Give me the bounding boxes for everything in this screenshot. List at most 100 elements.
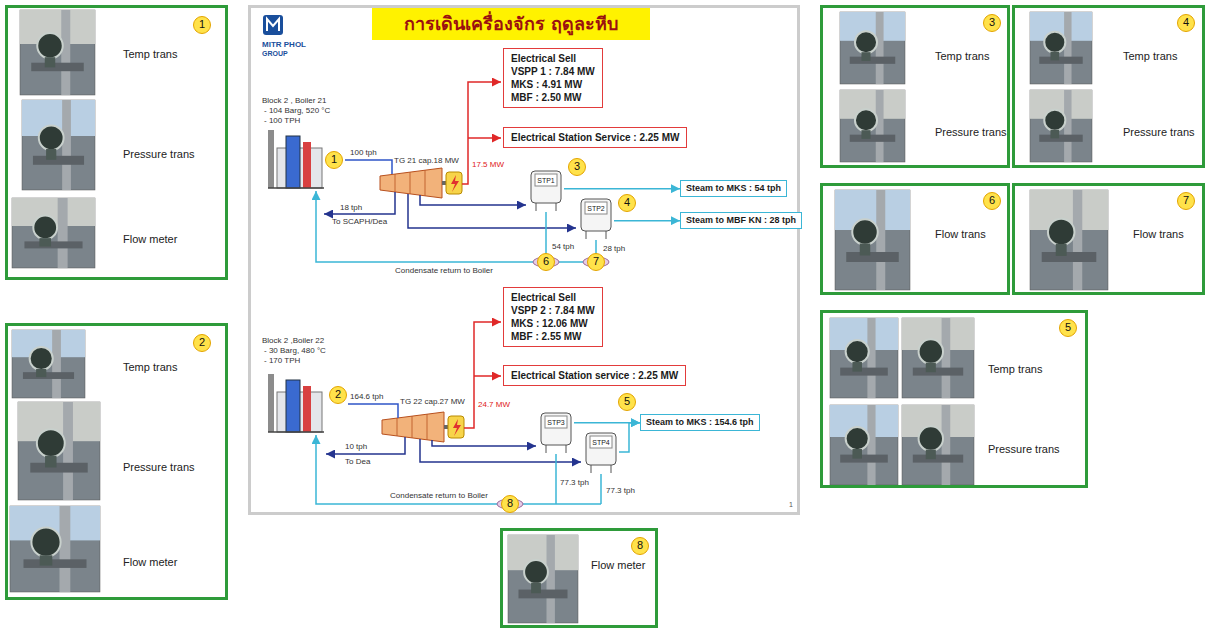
tank-leg bbox=[611, 465, 612, 473]
photo-rail bbox=[23, 372, 74, 379]
transmitter-head bbox=[39, 125, 64, 150]
photo-pipe bbox=[1073, 190, 1082, 290]
steam-box: Steam to MBF KN : 28 tph bbox=[680, 212, 802, 229]
callout-number: 8 bbox=[631, 537, 649, 555]
slide-label: Condensate return to Boiler bbox=[390, 491, 488, 500]
photo-rail bbox=[850, 135, 896, 142]
slide-title: การเดินเครื่องจักร ฤดูละหีบ bbox=[372, 8, 650, 40]
transmitter-head bbox=[30, 347, 53, 370]
photo-ground bbox=[12, 330, 85, 398]
callout-number: 3 bbox=[983, 14, 1001, 32]
transmitter-head bbox=[919, 339, 943, 363]
boiler-base bbox=[268, 187, 324, 189]
steam-turbine-unit: STP2 bbox=[578, 196, 614, 240]
callout-number-text: 5 bbox=[1060, 320, 1076, 335]
slide-label: 1 bbox=[789, 501, 793, 509]
photo-pipe bbox=[867, 405, 875, 485]
photo-caption: Pressure trans bbox=[935, 126, 1007, 138]
power-line bbox=[464, 322, 501, 428]
unit-name: STP4 bbox=[583, 438, 619, 447]
slide-label: TG 21 cap.18 MW bbox=[394, 156, 459, 165]
transmitter-body bbox=[926, 363, 936, 373]
photo bbox=[902, 405, 974, 485]
photo bbox=[22, 100, 95, 190]
transmitter-head bbox=[855, 31, 877, 53]
power-text: Electrical Station Service : 2.25 MW bbox=[511, 131, 679, 144]
photo bbox=[1030, 190, 1108, 290]
transmitter-body bbox=[45, 57, 56, 67]
power-line bbox=[468, 137, 501, 139]
steam-box: Steam to MKS : 54 tph bbox=[680, 180, 787, 197]
photo-pipe bbox=[876, 90, 884, 162]
callout-number-text: 3 bbox=[569, 159, 585, 174]
photo-rail bbox=[1039, 135, 1082, 142]
photo-ground bbox=[840, 12, 905, 84]
photo-rail bbox=[30, 463, 87, 473]
photo-ground bbox=[10, 506, 100, 592]
tank-leg bbox=[586, 231, 587, 239]
photo bbox=[508, 535, 578, 623]
steam-text: Steam to MBF KN : 28 tph bbox=[686, 215, 796, 226]
photo-caption: Flow meter bbox=[123, 233, 177, 245]
photo bbox=[1030, 90, 1092, 162]
exhaust-line bbox=[420, 195, 526, 205]
tank-outline bbox=[583, 430, 619, 474]
photo-rail bbox=[24, 241, 82, 248]
slide-label: 17.5 MW bbox=[472, 160, 504, 169]
steam-connector bbox=[614, 220, 680, 222]
main-steam-line bbox=[348, 404, 398, 418]
transmitter-head bbox=[852, 219, 878, 245]
steam-turbine-unit: STP4 bbox=[583, 430, 619, 474]
generator-body bbox=[448, 416, 464, 438]
power-text: MBF : 2.55 MW bbox=[511, 330, 595, 343]
photo-pipe bbox=[63, 402, 73, 500]
slide-label: GROUP bbox=[262, 50, 288, 58]
transmitter-head bbox=[846, 340, 869, 363]
slide-label: 18 tph bbox=[340, 203, 362, 212]
steam-connector bbox=[619, 423, 640, 452]
transmitter-body bbox=[36, 369, 46, 377]
transmitter-body bbox=[861, 52, 870, 61]
transmitter-head bbox=[1044, 110, 1065, 131]
slide-label: 77.3 tph bbox=[560, 478, 589, 487]
slide-label: 54 tph bbox=[552, 242, 574, 251]
callout-number: 7 bbox=[1177, 192, 1195, 210]
photo-pipe bbox=[1064, 90, 1071, 162]
tank-outline bbox=[528, 168, 564, 212]
main-steam-line bbox=[345, 160, 392, 174]
photo-ground bbox=[18, 402, 100, 500]
callout-number-text: 3 bbox=[984, 15, 1000, 30]
transmitter-body bbox=[531, 583, 541, 594]
steam-text: Steam to MKS : 54 tph bbox=[686, 183, 781, 194]
condensate-line bbox=[555, 454, 557, 504]
turbine-stage bbox=[425, 170, 426, 196]
callout-number-text: 2 bbox=[194, 335, 210, 350]
photo-caption: Pressure trans bbox=[123, 148, 195, 160]
photo bbox=[840, 12, 905, 84]
transmitter-body bbox=[852, 449, 862, 459]
slide-label: Block 2 ,Boiler 22 bbox=[262, 336, 324, 345]
photo-pipe bbox=[547, 535, 555, 623]
photo-caption: Temp trans bbox=[1123, 50, 1177, 62]
photo-ground bbox=[1030, 190, 1108, 290]
photo-pipe bbox=[62, 100, 71, 190]
photo-rail bbox=[840, 455, 888, 463]
callout-number: 8 bbox=[501, 495, 519, 513]
power-text: VSPP 2 : 7.84 MW bbox=[511, 304, 595, 317]
photo-caption: Temp trans bbox=[123, 361, 177, 373]
power-line bbox=[474, 375, 501, 377]
slide-label: 10 tph bbox=[345, 442, 367, 451]
photo-ground bbox=[835, 190, 910, 290]
photo-caption: Temp trans bbox=[935, 50, 989, 62]
tank-body bbox=[586, 433, 616, 465]
photo-caption: Temp trans bbox=[123, 48, 177, 60]
generator-bolt bbox=[453, 419, 461, 436]
electrical-box: Electrical SellVSPP 1 : 7.84 MWMKS : 4.9… bbox=[503, 48, 603, 108]
slide-label: 77.3 tph bbox=[606, 486, 635, 495]
transmitter-head bbox=[1044, 32, 1065, 53]
transmitter-body bbox=[1056, 244, 1067, 256]
callout-number-text: 1 bbox=[326, 152, 342, 167]
callout-number: 1 bbox=[193, 16, 211, 34]
slide-label: Block 2 , Boiler 21 bbox=[262, 96, 326, 105]
